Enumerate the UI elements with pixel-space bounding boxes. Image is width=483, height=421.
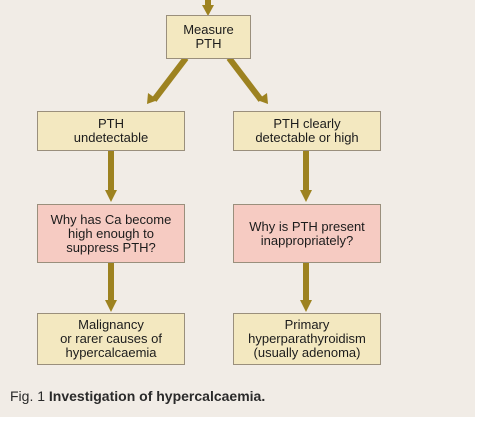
page-edge-right	[475, 0, 483, 421]
page-edge-bottom	[0, 417, 483, 421]
figure-caption-label: Fig. 1	[10, 388, 46, 404]
node-primary-hpt: Primary hyperparathyroidism (usually ade…	[233, 313, 381, 365]
figure-caption-title: Investigation of hypercalcaemia.	[48, 388, 266, 404]
arrow-entry-measure-pth	[202, 0, 214, 16]
node-pth-detectable: PTH clearly detectable or high	[233, 111, 381, 151]
arrow-why-pth-to-primary	[300, 262, 312, 312]
figure-caption: Fig. 1 Investigation of hypercalcaemia.	[10, 388, 265, 404]
node-primary-hpt-label: Primary hyperparathyroidism (usually ade…	[248, 317, 366, 360]
figure-page: Measure PTH PTH undetectable PTH clearly…	[0, 0, 475, 417]
arrow-measure-to-undetectable	[147, 56, 189, 104]
arrow-undetectable-to-why-ca	[105, 150, 117, 202]
node-pth-undetectable: PTH undetectable	[37, 111, 185, 151]
node-measure-pth: Measure PTH	[166, 15, 251, 59]
arrow-why-ca-to-malignancy	[105, 262, 117, 312]
node-why-ca-high: Why has Ca become high enough to suppres…	[37, 204, 185, 263]
node-pth-undetectable-label: PTH undetectable	[73, 116, 149, 145]
flowchart-arrows	[105, 0, 312, 312]
node-malignancy: Malignancy or rarer causes of hypercalca…	[37, 313, 185, 365]
node-malignancy-label: Malignancy or rarer causes of hypercalca…	[60, 317, 162, 360]
node-pth-detectable-label: PTH clearly detectable or high	[255, 116, 359, 145]
arrow-detectable-to-why-pth	[300, 150, 312, 202]
node-why-ca-high-label: Why has Ca become high enough to suppres…	[50, 211, 172, 255]
arrow-measure-to-detectable	[226, 56, 268, 104]
node-measure-pth-label: Measure PTH	[183, 22, 234, 51]
node-why-pth-present-label: Why is PTH present inappropriately?	[249, 218, 365, 248]
node-why-pth-present: Why is PTH present inappropriately?	[233, 204, 381, 263]
